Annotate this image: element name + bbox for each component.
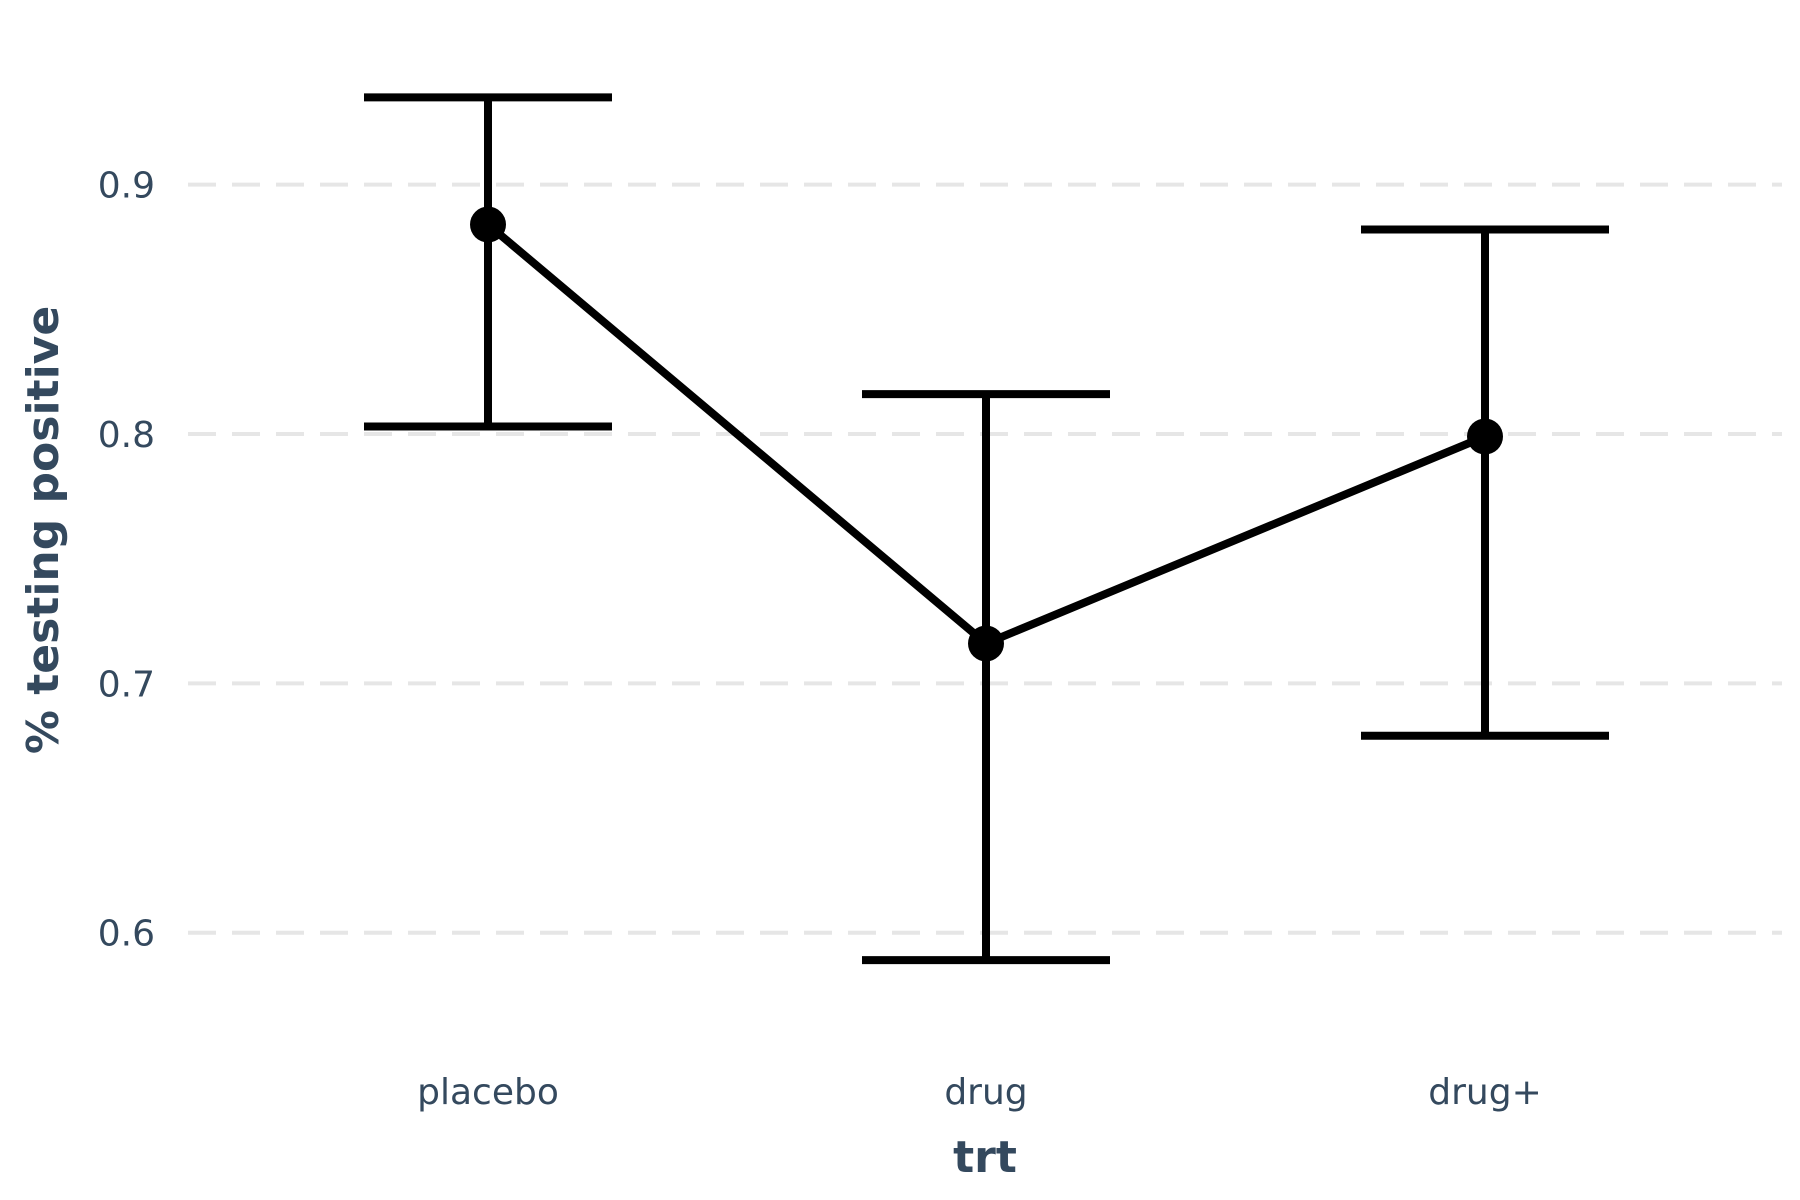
error-bars xyxy=(364,93,1609,965)
y-tick-label: 0.8 xyxy=(98,415,155,456)
x-tick-label: placebo xyxy=(417,1072,559,1113)
data-point xyxy=(1467,418,1503,455)
y-tick-labels: 0.6 0.7 0.8 0.9 xyxy=(98,166,155,955)
data-point xyxy=(968,625,1004,662)
error-bar xyxy=(862,390,1110,965)
x-tick-label: drug xyxy=(944,1072,1027,1113)
y-tick-label: 0.7 xyxy=(98,664,155,705)
error-bar xyxy=(1361,225,1609,740)
data-point xyxy=(470,206,506,243)
x-tick-label: drug+ xyxy=(1428,1072,1541,1113)
y-tick-label: 0.9 xyxy=(98,166,155,207)
y-axis-title: % testing positive xyxy=(18,306,69,754)
error-bar xyxy=(364,93,612,431)
data-points xyxy=(470,206,1503,662)
x-axis-title: trt xyxy=(953,1132,1017,1183)
x-tick-labels: placebo drug drug+ xyxy=(417,1072,1542,1113)
y-tick-label: 0.6 xyxy=(98,914,155,955)
